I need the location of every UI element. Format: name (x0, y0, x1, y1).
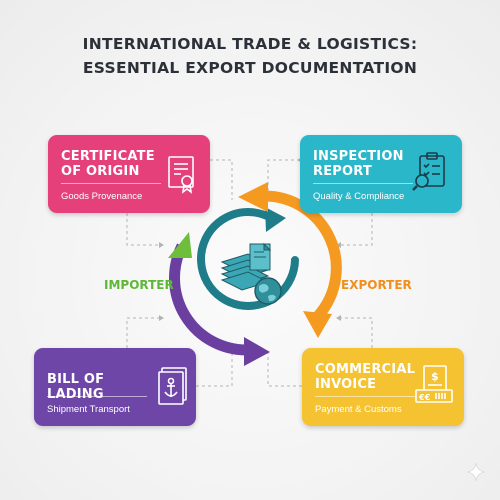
green-arrowhead (168, 232, 192, 258)
divider (313, 183, 413, 184)
anchor-document-icon (158, 367, 187, 405)
card-subtitle: Shipment Transport (47, 404, 130, 415)
divider (315, 396, 415, 397)
heading-line-2: REPORT (313, 164, 372, 179)
card-heading: BILL OF LADING (47, 372, 157, 402)
exporter-label: EXPORTER (341, 278, 412, 292)
certificate-of-origin-card[interactable]: CERTIFICATE OF ORIGIN Goods Provenance (48, 135, 210, 213)
title-line-1: INTERNATIONAL TRADE & LOGISTICS: (82, 35, 418, 53)
card-subtitle: Goods Provenance (61, 191, 143, 202)
heading-line-1: CERTIFICATE (61, 149, 155, 164)
documents-globe-icon (220, 242, 282, 305)
card-heading: CERTIFICATE OF ORIGIN (61, 149, 161, 179)
svg-text:€€: €€ (418, 393, 431, 402)
card-heading: INSPECTION REPORT (313, 149, 413, 179)
heading-line-1: INSPECTION (313, 149, 404, 164)
certificate-ribbon-icon (168, 156, 194, 194)
heading-line-1: BILL OF LADING (47, 372, 105, 402)
title-line-2: ESSENTIAL EXPORT DOCUMENTATION (82, 59, 418, 77)
heading-line-1: COMMERCIAL (315, 362, 416, 377)
commercial-invoice-card[interactable]: COMMERCIAL INVOICE Payment & Customs $ €… (302, 348, 464, 426)
card-subtitle: Quality & Compliance (313, 191, 405, 202)
card-heading: COMMERCIAL INVOICE (315, 362, 420, 392)
bill-of-lading-card[interactable]: BILL OF LADING Shipment Transport (34, 348, 196, 426)
orange-export-arrow (263, 190, 342, 320)
importer-label: IMPORTER (104, 278, 174, 292)
heading-line-2: INVOICE (315, 377, 377, 392)
card-subtitle: Payment & Customs (315, 404, 402, 415)
svg-text:$: $ (431, 370, 439, 383)
divider (47, 396, 147, 397)
heading-line-2: OF ORIGIN (61, 164, 140, 179)
sparkle-icon (466, 462, 486, 482)
purple-import-arrow (169, 243, 247, 356)
clipboard-magnifier-icon (412, 152, 445, 191)
inspection-report-card[interactable]: INSPECTION REPORT Quality & Compliance (300, 135, 462, 213)
invoice-dollar-icon: $ €€ (415, 365, 453, 403)
divider (61, 183, 161, 184)
